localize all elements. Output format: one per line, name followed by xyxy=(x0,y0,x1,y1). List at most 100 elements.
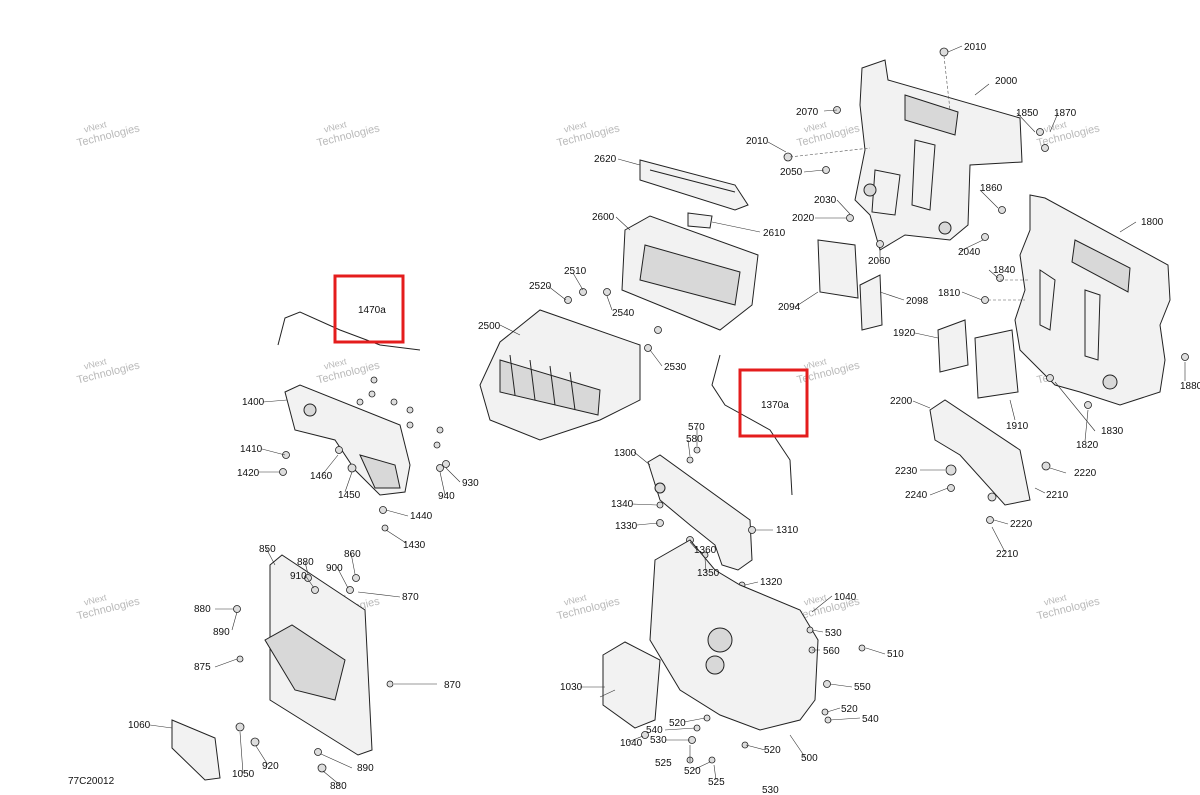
bolt-520 xyxy=(708,756,716,764)
callout: 530 xyxy=(650,735,667,746)
panel-1910 xyxy=(974,329,1019,399)
callout: 1030 xyxy=(560,682,583,693)
clip-2040 xyxy=(981,233,989,241)
callout: 1400 xyxy=(242,397,265,408)
rear-panel-1800-hole xyxy=(1102,374,1118,390)
panel-850-cover xyxy=(264,624,346,701)
callout: 2610 xyxy=(763,228,786,239)
callout: 2010 xyxy=(746,136,769,147)
callout: 2500 xyxy=(478,321,501,332)
bolt-1880 xyxy=(1181,353,1189,361)
callout: 2200 xyxy=(890,396,913,407)
callout: 1860 xyxy=(980,183,1003,194)
spring-920 xyxy=(250,737,260,747)
callout: 2010 xyxy=(964,42,987,53)
airbox-2500-lines xyxy=(509,354,576,411)
callout: 1340 xyxy=(611,499,634,510)
bolt-2010 xyxy=(939,47,949,57)
callout: 2620 xyxy=(594,154,617,165)
callout: 1300 xyxy=(614,448,637,459)
panel-1920 xyxy=(937,319,969,373)
callout: 880 xyxy=(330,781,347,792)
callout: 2220 xyxy=(1010,519,1033,530)
bracket-1300 xyxy=(647,454,753,571)
nut-1460 xyxy=(335,446,343,454)
cover-2620 xyxy=(639,159,749,211)
bracket-2200 xyxy=(929,399,1031,506)
bracket-2098 xyxy=(859,274,883,331)
callout: 570 xyxy=(688,422,705,433)
washer-930 xyxy=(442,460,450,468)
bolt-2210 xyxy=(986,516,994,524)
bolt-2540 xyxy=(603,288,611,296)
bracket-1300-assembly xyxy=(647,446,756,589)
callout: 2540 xyxy=(612,308,635,319)
callout: 2000 xyxy=(995,76,1018,87)
callout-labels: 2010 2000 2070 1850 1870 2010 2050 2030 … xyxy=(68,42,1200,795)
washer-2220 xyxy=(1041,461,1051,471)
callout: 2060 xyxy=(868,256,891,267)
frame-500-hole xyxy=(707,627,733,653)
right-small-parts xyxy=(783,47,1189,524)
clip-1410 xyxy=(282,451,290,459)
callout: 1830 xyxy=(1101,426,1124,437)
rear-panel-1800-ribs xyxy=(1039,269,1101,361)
callout: 1440 xyxy=(410,511,433,522)
housing-2600-grid xyxy=(639,244,741,306)
callout: 900 xyxy=(326,563,343,574)
hose-1370a xyxy=(711,354,793,496)
bolt-875 xyxy=(236,655,244,663)
callout: 530 xyxy=(825,628,842,639)
callout: 870 xyxy=(444,680,461,691)
nut-880 xyxy=(317,763,327,773)
callout: 1910 xyxy=(1006,421,1029,432)
callout: 1040 xyxy=(834,592,857,603)
callout: 1410 xyxy=(240,444,263,455)
callout: 2230 xyxy=(895,466,918,477)
callout: 540 xyxy=(646,725,663,736)
callout: 2050 xyxy=(780,167,803,178)
clip-1310 xyxy=(748,526,756,534)
leader-lines xyxy=(149,45,1186,786)
cover-2620-edge xyxy=(649,169,736,193)
callout: 1310 xyxy=(776,525,799,536)
callout: 2040 xyxy=(958,247,981,258)
callout: 1460 xyxy=(310,471,333,482)
rear-panel-1800-opening xyxy=(1071,239,1131,293)
callout: 560 xyxy=(823,646,840,657)
bolt xyxy=(433,441,441,449)
callout: 1800 xyxy=(1141,217,1164,228)
highlight-box-1370a xyxy=(738,368,809,438)
bolt xyxy=(368,390,376,398)
callout: 870 xyxy=(402,592,419,603)
rear-panel-2000 xyxy=(854,59,1023,251)
callout: 525 xyxy=(708,777,725,788)
callout: 1840 xyxy=(993,265,1016,276)
nut-890 xyxy=(314,748,322,756)
bolt-910 xyxy=(311,586,319,594)
clip-2240 xyxy=(947,484,955,492)
callout: 520 xyxy=(684,766,701,777)
hose-1470a xyxy=(277,311,421,351)
callout: 2510 xyxy=(564,266,587,277)
washer-1440 xyxy=(379,506,387,514)
callout: 2530 xyxy=(664,362,687,373)
callout: 540 xyxy=(862,714,879,725)
callout: 890 xyxy=(357,763,374,774)
washer-1870 xyxy=(1041,144,1049,152)
bracket-1300-hole xyxy=(654,482,666,494)
callout: 520 xyxy=(669,718,686,729)
bolt-1420 xyxy=(279,468,287,476)
nut-570 xyxy=(693,446,701,454)
washer-580 xyxy=(686,456,694,464)
callout: 2030 xyxy=(814,195,837,206)
callout: 500 xyxy=(801,753,818,764)
washer-2230 xyxy=(945,464,957,476)
rear-panel-2000-assembly xyxy=(854,59,1023,251)
plate-2094 xyxy=(817,239,859,299)
callout: 580 xyxy=(686,434,703,445)
callout: 2600 xyxy=(592,212,615,223)
callout: 1350 xyxy=(697,568,720,579)
rear-panel-2000-ribs xyxy=(871,139,936,216)
